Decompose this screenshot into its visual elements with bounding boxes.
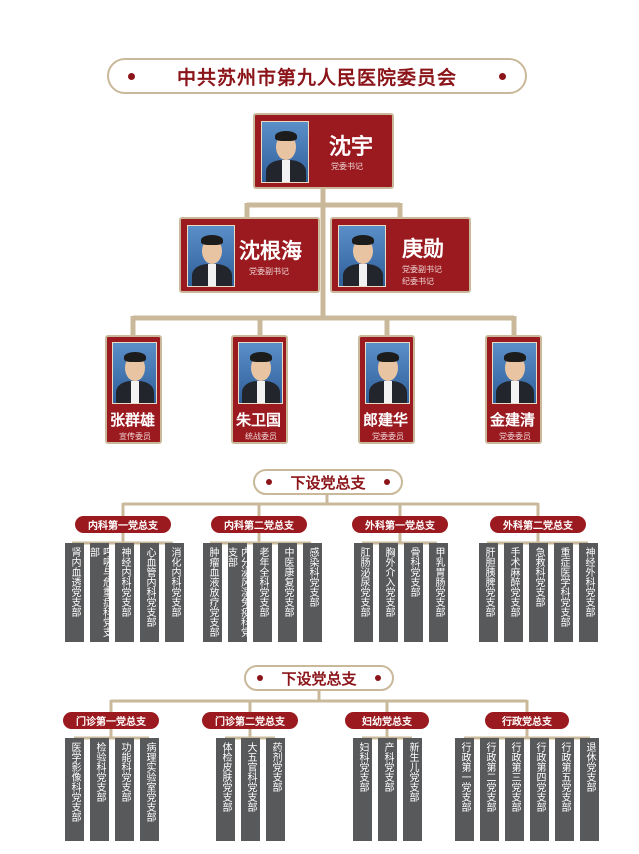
member-photo — [492, 342, 537, 404]
deputy-name: 沈根海 — [239, 239, 302, 263]
member-photo — [365, 342, 410, 404]
unit-box: 甲乳胃肠党支部 — [429, 543, 448, 642]
unit-box: 行政第三党支部 — [505, 738, 524, 841]
unit-box: 行政第四党支部 — [530, 738, 549, 841]
branch-label: 门诊第一党总支 — [63, 712, 159, 729]
member-card: 朱卫国 统战委员 — [231, 335, 288, 444]
branch-label: 外科第二党总支 — [490, 516, 586, 533]
unit-box: 药剂党支部 — [266, 738, 285, 841]
section-header-2: 下设党总支 — [244, 665, 394, 691]
member-photo — [112, 342, 157, 404]
secretary-photo — [261, 121, 309, 183]
section-title: 下设党总支 — [281, 669, 357, 688]
deputy-role: 党委副书记 — [402, 265, 442, 274]
unit-box: 肛肠泌尿党支部 — [354, 543, 373, 642]
title-dot-left — [128, 73, 135, 80]
unit-box: 感染科党支部 — [303, 543, 322, 642]
unit-box: 检验科党支部 — [90, 738, 109, 841]
member-name: 朱卫国 — [236, 411, 282, 429]
secretary-card: 沈宇 党委书记 — [253, 113, 394, 189]
unit-box: 行政第五党支部 — [555, 738, 574, 841]
unit-box: 新生儿党支部 — [403, 738, 422, 841]
secretary-name: 沈宇 — [329, 135, 374, 160]
unit-box: 医学影像科党支部 — [65, 738, 84, 841]
unit-box: 行政第二党支部 — [480, 738, 499, 841]
unit-box: 骨科党支部 — [404, 543, 423, 642]
unit-box: 胸外介入党支部 — [379, 543, 398, 642]
deputy-photo — [338, 225, 386, 287]
unit-box: 老年全科党支部 — [253, 543, 272, 642]
section-title: 下设党总支 — [290, 473, 366, 492]
deputy-photo — [187, 225, 235, 287]
org-title-banner: 中共苏州市第九人民医院委员会 — [107, 58, 527, 94]
member-role: 统战委员 — [245, 432, 277, 441]
unit-box: 肝胆胰脾党支部 — [479, 543, 498, 642]
secretary-role: 党委书记 — [331, 162, 363, 171]
title-dot-right — [499, 73, 506, 80]
unit-box: 肿瘤血液放疗党支部 — [203, 543, 222, 642]
member-name: 张群雄 — [110, 411, 156, 429]
unit-box: 妇科党支部 — [353, 738, 372, 841]
member-name: 金建清 — [490, 411, 536, 429]
unit-box: 功能科党支部 — [115, 738, 134, 841]
unit-box: 大五官科党支部 — [241, 738, 260, 841]
unit-box: 手术麻醉党支部 — [504, 543, 523, 642]
branch-label: 外科第一党总支 — [352, 516, 448, 533]
unit-box: 神经外科党支部 — [579, 543, 598, 642]
deputy-role-secondary: 纪委书记 — [402, 277, 434, 286]
deputy-card: 沈根海 党委副书记 — [179, 217, 320, 293]
member-name: 郎建华 — [363, 411, 409, 429]
deputy-card: 庚勋 党委副书记 纪委书记 — [330, 217, 471, 293]
unit-box: 心血管内科党支部 — [140, 543, 159, 642]
member-role: 党委委员 — [499, 432, 531, 441]
member-role: 宣传委员 — [119, 432, 151, 441]
member-card: 金建清 党委委员 — [485, 335, 542, 444]
branch-label: 行政党总支 — [485, 712, 569, 729]
member-photo — [238, 342, 283, 404]
unit-box: 中医康复党支部 — [278, 543, 297, 642]
branch-label: 内科第一党总支 — [75, 516, 171, 533]
unit-box: 产科党支部 — [378, 738, 397, 841]
unit-box: 呼吸与危重症科党支部 — [88, 543, 112, 642]
unit-box: 体检皮肤党支部 — [216, 738, 235, 841]
deputy-role: 党委副书记 — [249, 267, 289, 276]
member-card: 郎建华 党委委员 — [358, 335, 415, 444]
branch-label: 内科第二党总支 — [211, 516, 307, 533]
unit-box: 病理实验室党支部 — [140, 738, 159, 841]
unit-box: 行政第一党支部 — [455, 738, 474, 841]
member-role: 党委委员 — [372, 432, 404, 441]
org-title: 中共苏州市第九人民医院委员会 — [176, 66, 457, 89]
unit-box: 肾内血透党支部 — [65, 543, 84, 642]
unit-box: 神经内科党支部 — [115, 543, 134, 642]
unit-box: 内分泌风湿免疫科党支部 — [226, 543, 250, 642]
deputy-name: 庚勋 — [402, 237, 444, 261]
unit-box: 退休党支部 — [580, 738, 599, 841]
unit-box: 消化内科党支部 — [165, 543, 184, 642]
member-card: 张群雄 宣传委员 — [105, 335, 162, 444]
section-header-1: 下设党总支 — [253, 469, 403, 495]
branch-label: 门诊第二党总支 — [202, 712, 298, 729]
unit-box: 重症医学科党支部 — [554, 543, 573, 642]
unit-box: 急救科党支部 — [529, 543, 548, 642]
branch-label: 妇幼党总支 — [345, 712, 429, 729]
